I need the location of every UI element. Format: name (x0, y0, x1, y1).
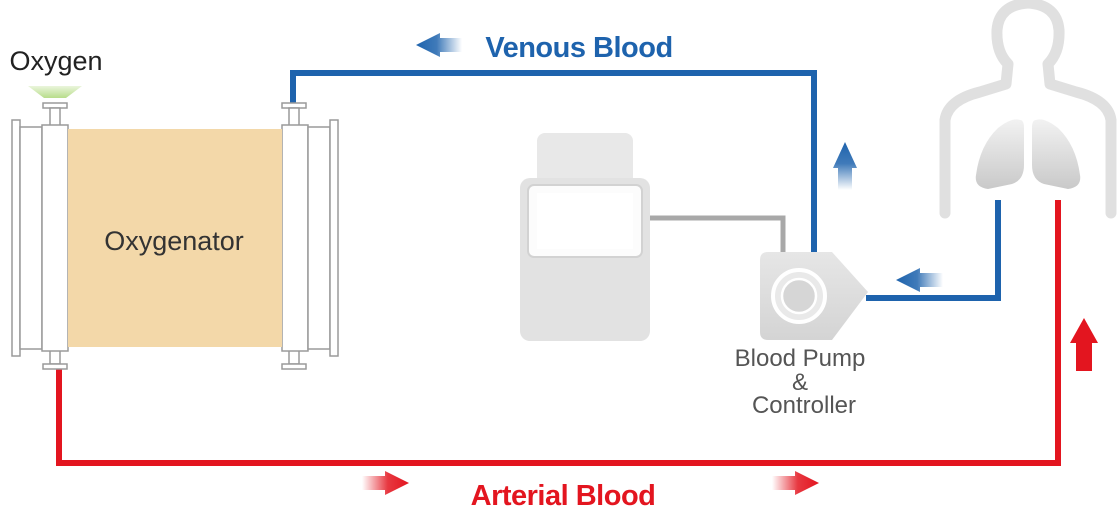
pump-label-line-1: Blood Pump (735, 345, 866, 372)
controller-console (520, 133, 650, 341)
oxygen-label: Oxygen (9, 46, 102, 76)
flow-arrows (362, 33, 1098, 495)
left-lung-icon (975, 119, 1024, 189)
patient-body-icon (939, 0, 1117, 219)
venous-line (290, 70, 1001, 301)
oxygenator (11, 86, 339, 370)
arrow-right-icon (362, 471, 409, 495)
venous-blood-label: Venous Blood (485, 32, 672, 64)
right-lung-icon (1032, 119, 1081, 189)
oxygenator-label: Oxygenator (104, 226, 244, 256)
arrow-left-icon (416, 33, 462, 57)
oxygen-flow-icon (28, 86, 82, 98)
controller-cable (648, 215, 786, 252)
arrow-up-icon (833, 142, 857, 190)
arrow-right-icon (772, 471, 819, 495)
pump-label-line-2: & (792, 369, 808, 396)
arrow-left-icon (896, 268, 943, 292)
arrow-up-icon (1070, 318, 1098, 371)
oxygenator-body (68, 129, 282, 347)
blood-pump (760, 252, 868, 340)
arterial-line (56, 200, 1061, 466)
patient-figure (939, 0, 1117, 219)
pump-label-line-3: Controller (752, 392, 856, 419)
arterial-blood-label: Arterial Blood (471, 480, 656, 512)
